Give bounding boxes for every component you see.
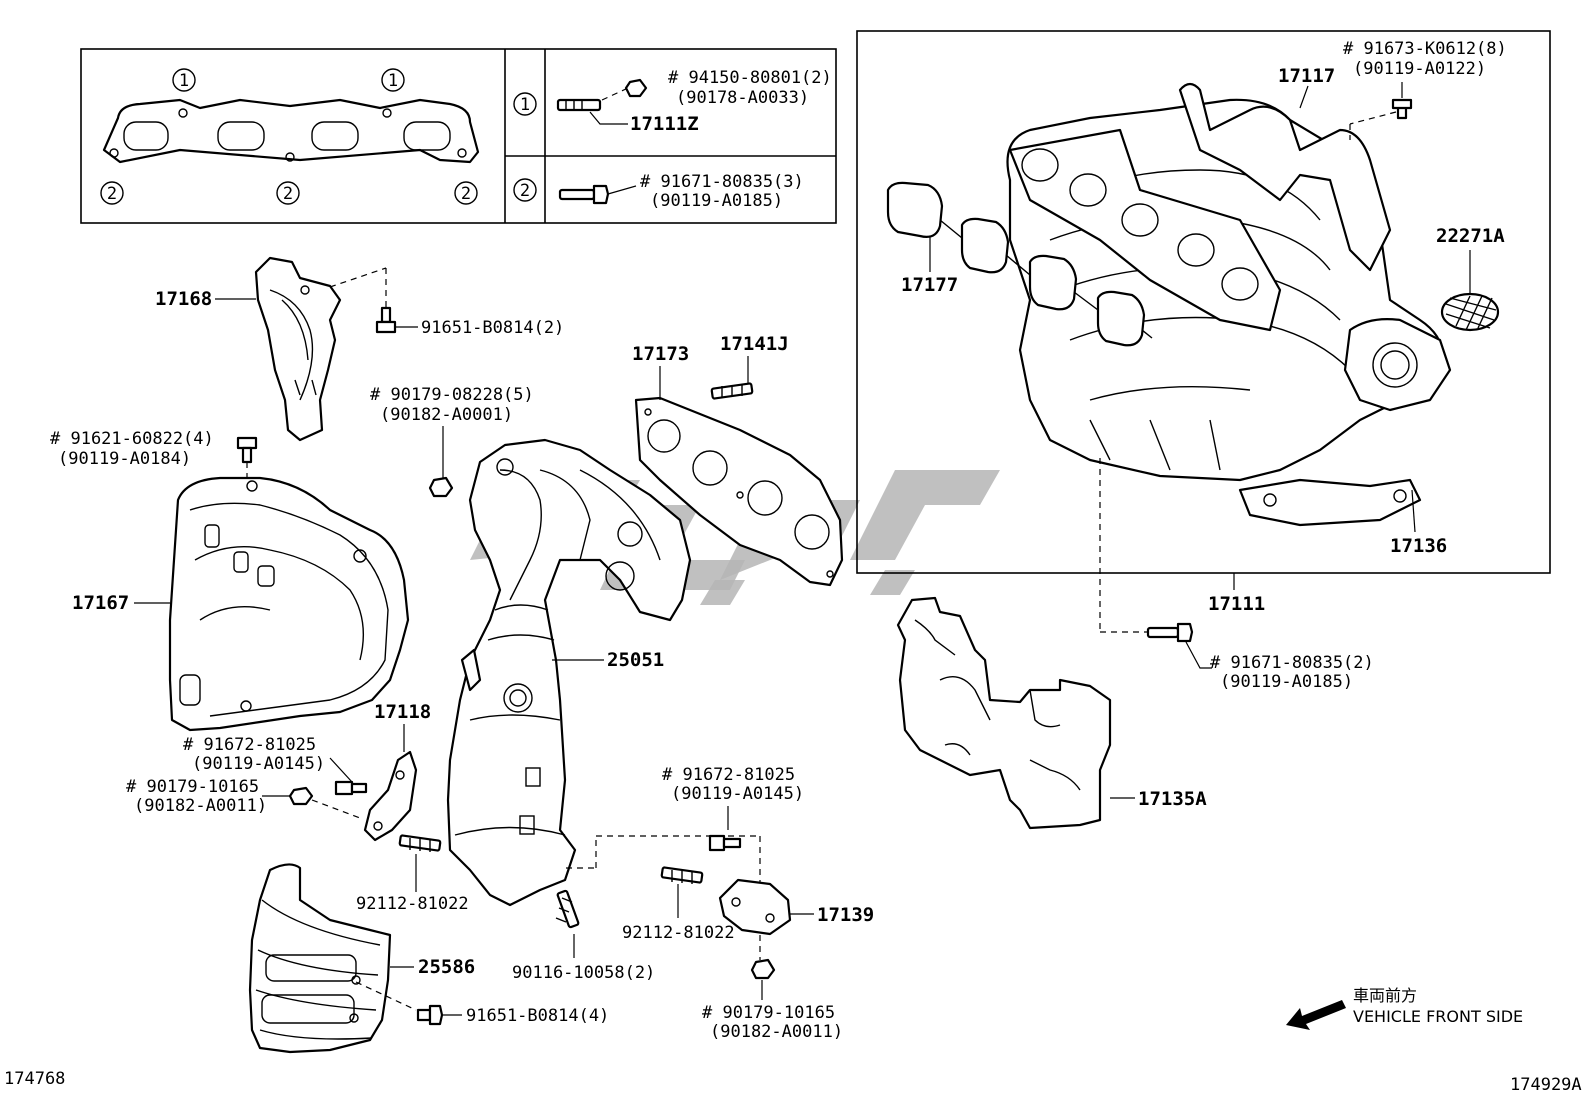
stud-17141j-icon	[710, 382, 754, 400]
bolt-91672-a-icon	[334, 780, 368, 796]
bolt-91651-a-icon	[375, 306, 418, 334]
label-17117: 17117	[1278, 65, 1335, 87]
note-90179-5: # 90179-08228(5)	[370, 385, 534, 405]
label-17177: 17177	[901, 274, 958, 296]
note-90178: (90178-A0033)	[676, 88, 809, 108]
note-92112-a: 92112-81022	[356, 894, 469, 914]
label-17139: 17139	[817, 904, 874, 926]
direction-en: VEHICLE FRONT SIDE	[1353, 1007, 1523, 1026]
heat-insulator-lower	[248, 863, 392, 1054]
inset-gasket	[102, 98, 480, 164]
ref-circle-2a: 2	[100, 181, 124, 205]
direction-jp: 車両前方	[1353, 986, 1417, 1005]
stud-92112-b-icon	[660, 866, 704, 884]
svg-text:2: 2	[283, 184, 293, 204]
note-90119-a0185-b: (90119-A0185)	[1220, 672, 1353, 692]
footer-left: 174768	[4, 1069, 65, 1089]
note-91671-2: # 91671-80835(2)	[1210, 653, 1374, 673]
label-17173: 17173	[632, 343, 689, 365]
label-25586: 25586	[418, 956, 475, 978]
label-17168: 17168	[155, 288, 212, 310]
nut-90179-icon	[428, 476, 454, 498]
heat-insulator-main	[168, 476, 410, 732]
note-90119-a0145-a: (90119-A0145)	[192, 754, 325, 774]
bracket-17118	[363, 750, 418, 842]
nut-90179-b-icon	[750, 958, 776, 980]
bolt-91621-icon	[236, 436, 258, 464]
ref-circle-2b: 2	[276, 181, 300, 205]
label-25051: 25051	[607, 649, 664, 671]
heat-insulator-upper	[254, 256, 342, 442]
svg-text:1: 1	[388, 71, 398, 91]
note-91672-b: # 91672-81025	[662, 765, 795, 785]
inset-table	[80, 48, 837, 224]
label-17141j: 17141J	[720, 333, 789, 355]
note-90119-a0184: (90119-A0184)	[58, 449, 191, 469]
note-91673: # 91673-K0612(8)	[1343, 39, 1507, 59]
note-90119-a0122: (90119-A0122)	[1353, 59, 1486, 79]
exhaust-manifold-converter	[446, 438, 692, 907]
label-17136: 17136	[1390, 535, 1447, 557]
manifold-insulator	[896, 596, 1112, 830]
svg-text:2: 2	[520, 181, 530, 201]
note-94150: # 94150-80801(2)	[668, 68, 832, 88]
bolt-91672-b-icon	[708, 834, 742, 852]
stud-icon	[556, 78, 648, 125]
note-90182-a0011-b: (90182-A0011)	[710, 1022, 843, 1042]
svg-text:2: 2	[461, 184, 471, 204]
ref-circle-1a: 1	[172, 68, 196, 92]
bracket-17139	[718, 878, 792, 936]
note-91671-3: # 91671-80835(3)	[640, 172, 804, 192]
note-91651-2: 91651-B0814(2)	[421, 318, 564, 338]
note-90182-a0011-a: (90182-A0011)	[134, 796, 267, 816]
ref-circle-1b: 1	[381, 68, 405, 92]
intake-gasket	[886, 181, 1153, 347]
bolt-91651-b-icon	[416, 1004, 462, 1026]
label-17167: 17167	[72, 592, 129, 614]
note-90179-10165-a: # 90179-10165	[126, 777, 259, 797]
note-91672-a: # 91672-81025	[183, 735, 316, 755]
svg-text:1: 1	[520, 95, 530, 115]
note-91621: # 91621-60822(4)	[50, 429, 214, 449]
vehicle-front-arrow-icon	[1286, 1000, 1346, 1030]
footer-right: 174929A	[1510, 1075, 1582, 1095]
note-90116: 90116-10058(2)	[512, 963, 655, 983]
note-90179-10165-b: # 90179-10165	[702, 1003, 835, 1023]
bolt-91671-icon	[1146, 622, 1212, 669]
note-90182-a0001: (90182-A0001)	[380, 405, 513, 425]
label-22271a: 22271A	[1436, 225, 1505, 247]
ref-circle-2c: 2	[454, 181, 478, 205]
label-17111: 17111	[1208, 593, 1265, 615]
ref-circle-row2: 2	[513, 178, 537, 202]
throttle-screen	[1440, 292, 1500, 332]
label-17111z: 17111Z	[630, 113, 699, 135]
exhaust-gasket	[634, 396, 844, 587]
note-90119-a0185: (90119-A0185)	[650, 191, 783, 211]
note-91651-4: 91651-B0814(4)	[466, 1006, 609, 1026]
bolt-icon	[558, 184, 637, 205]
intake-manifold	[1006, 82, 1452, 527]
stud-90116-icon	[555, 889, 580, 929]
label-17135a: 17135A	[1138, 788, 1207, 810]
svg-text:1: 1	[179, 71, 189, 91]
ref-circle-row1: 1	[513, 92, 537, 116]
nut-90179-a-icon	[288, 786, 314, 806]
label-17118: 17118	[374, 701, 431, 723]
stud-92112-a-icon	[398, 834, 442, 852]
svg-text:2: 2	[107, 184, 117, 204]
bolt-91673-icon	[1349, 82, 1413, 140]
note-92112-b: 92112-81022	[622, 923, 735, 943]
intake-manifold-box	[856, 30, 1551, 574]
note-90119-a0145-b: (90119-A0145)	[671, 784, 804, 804]
